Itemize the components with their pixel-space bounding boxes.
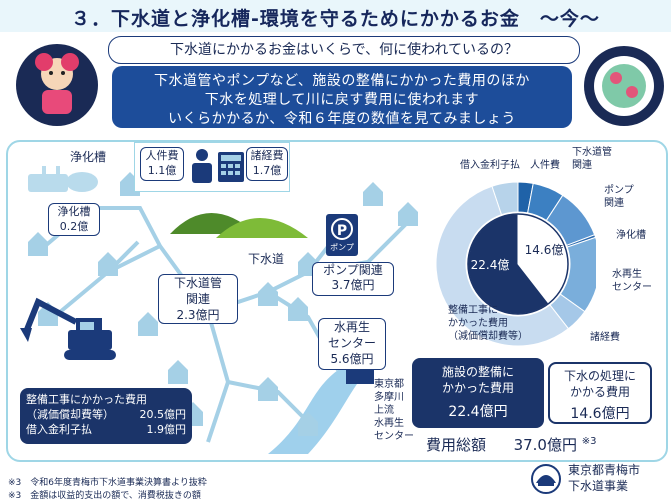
total-value: 37.0億円: [513, 436, 577, 454]
shokeihi-box: 諸経費 1.7億: [246, 147, 288, 181]
manhole-icon: [584, 46, 664, 126]
intro-line-1: 下水道管やポンプなど、施設の整備にかかった費用のほか: [154, 73, 530, 89]
pie-label-center-1: 水再生: [612, 269, 642, 280]
mascot-left-icon: [16, 44, 98, 126]
treatment-title-1: 下水の処理に: [563, 369, 636, 383]
pie-label-maint-1: 整備工事に: [448, 305, 498, 316]
maintenance-line1-label: （減価償却費等）: [26, 408, 114, 421]
pie-label-center-2: センター: [612, 282, 652, 293]
pump-label: ポンプ関連: [323, 263, 383, 277]
total-note: ※3: [581, 436, 597, 447]
pie-label-johkaso: 浄化槽: [616, 230, 646, 241]
pie-label-kanro-1: 下水道管: [572, 147, 612, 158]
facility-value: 22.4億円: [448, 404, 508, 420]
plant-name-4: 水再生: [374, 418, 404, 429]
jinken-value: 1.1億: [147, 164, 177, 177]
kanro-label-2: 関連: [185, 292, 210, 306]
maintenance-title: 整備工事にかかった費用: [26, 393, 147, 406]
treatment-value: 14.6億円: [570, 406, 630, 422]
intro-panel: [112, 66, 572, 128]
center-box: 水再生 センター 5.6億円: [318, 318, 386, 370]
pie-label-jinken: 人件費: [530, 160, 560, 171]
footnote-2: ※3 金額は収益的支出の額で、消費税抜きの額: [8, 491, 201, 501]
johkaso-cost-value: 0.2億: [59, 220, 89, 233]
total-label: 費用総額: [426, 436, 487, 454]
outer-slice-7: [491, 181, 519, 216]
plant-name-2: 多摩川: [374, 392, 404, 403]
shokeihi-value: 1.7億: [252, 164, 282, 177]
center-value: 5.6億円: [330, 352, 374, 366]
johkaso-cost-box: 浄化槽 0.2億: [48, 203, 100, 236]
jinken-label: 人件費: [145, 149, 179, 162]
septic-tank-icon: [28, 166, 98, 192]
city-emblem-icon: [531, 464, 561, 494]
plant-name-1: 東京都: [374, 379, 404, 390]
org-line-2: 下水道事業: [568, 479, 629, 493]
total-row: 費用総額 37.0億円 ※3: [426, 434, 597, 455]
center-label-1: 水再生: [333, 320, 370, 334]
pie-label-maint-3: （減価償却費等）: [448, 331, 528, 342]
footnote-1: ※3 令和6年度青梅市下水道事業決算書より抜粋: [8, 478, 207, 488]
intro-line-3: いくらかかるか、令和６年度の数値を見てみましょう: [168, 111, 516, 127]
maintenance-line2-label: 借入金利子払: [26, 423, 92, 436]
pie-label-pump-1: ポンプ: [604, 185, 634, 196]
pie-label-pump: ポンプ 関連: [604, 184, 634, 210]
kanro-label-1: 下水道管: [173, 276, 222, 290]
org-line-1: 東京都青梅市: [568, 463, 641, 477]
staff-calculator-icon: [192, 149, 244, 183]
org-name: 東京都青梅市 下水道事業: [568, 462, 640, 494]
facility-summary: 施設の整備に かかった費用 22.4億円: [412, 358, 544, 428]
hill-right: [216, 218, 308, 238]
pie-label-shokeihi: 諸経費: [590, 332, 620, 343]
cost-pie-chart: 22.4億 14.6億: [436, 181, 596, 347]
inner-label-treatment: 14.6億: [525, 243, 564, 257]
pie-label-kanro-2: 関連: [572, 160, 592, 171]
plant-name: 東京都 多摩川 上流 水再生 センター: [374, 378, 414, 443]
facility-title-2: かかった費用: [441, 381, 514, 395]
kanro-box: 下水道管 関連 2.3億円: [158, 274, 238, 324]
facility-title-1: 施設の整備に: [441, 365, 514, 379]
gesuido-label: 下水道: [248, 252, 285, 266]
inner-label-facility: 22.4億: [471, 258, 510, 272]
johkaso-title: 浄化槽: [70, 150, 107, 164]
pie-label-maint-2: かかった費用: [448, 318, 508, 329]
center-label-2: センター: [327, 336, 376, 350]
intro-line-2: 下水を処理して川に戻す費用に使われます: [204, 92, 480, 108]
plant-name-3: 上流: [374, 405, 394, 416]
inner-ring-outline: [467, 213, 569, 315]
pump-icon-letter: P: [331, 218, 353, 240]
question-bubble: 下水道にかかるお金はいくらで、何に使われているの？: [108, 36, 580, 64]
pump-box: ポンプ関連 3.7億円: [312, 262, 394, 296]
pie-label-center: 水再生 センター: [612, 268, 652, 294]
outer-slice-6: [436, 185, 570, 347]
shokeihi-label: 諸経費: [250, 149, 284, 162]
excavator-icon: [20, 297, 116, 360]
maintenance-line1-value: 20.5億円: [139, 408, 187, 421]
maintenance-box: 整備工事にかかった費用 （減価償却費等） 20.5億円 借入金利子払 1.9億円: [20, 388, 192, 444]
pie-label-maint: 整備工事に かかった費用 （減価償却費等）: [448, 304, 528, 343]
pie-label-interest: 借入金利子払: [460, 160, 520, 171]
pie-label-pump-2: 関連: [604, 198, 624, 209]
pump-icon: P ポンプ: [326, 214, 358, 256]
pie-label-kanro: 下水道管 関連: [572, 146, 612, 172]
jinken-box: 人件費 1.1億: [140, 147, 184, 181]
treatment-summary: 下水の処理に かかる費用 14.6億円: [548, 362, 652, 424]
maintenance-line2-value: 1.9億円: [146, 423, 187, 436]
page-title: ３．下水道と浄化槽‐環境を守るためにかかるお金 ～今～: [71, 8, 600, 30]
johkaso-cost-label: 浄化槽: [57, 205, 91, 218]
treatment-title-2: かかる費用: [569, 385, 630, 399]
plant-name-5: センター: [374, 431, 414, 442]
title-bar: [0, 0, 671, 32]
mascot-right: [582, 44, 666, 128]
pump-icon-text: ポンプ: [330, 243, 354, 252]
kanro-value: 2.3億円: [176, 308, 220, 322]
river-shape: [268, 370, 368, 454]
mascot-left: [14, 42, 100, 128]
pump-value: 3.7億円: [331, 278, 375, 292]
